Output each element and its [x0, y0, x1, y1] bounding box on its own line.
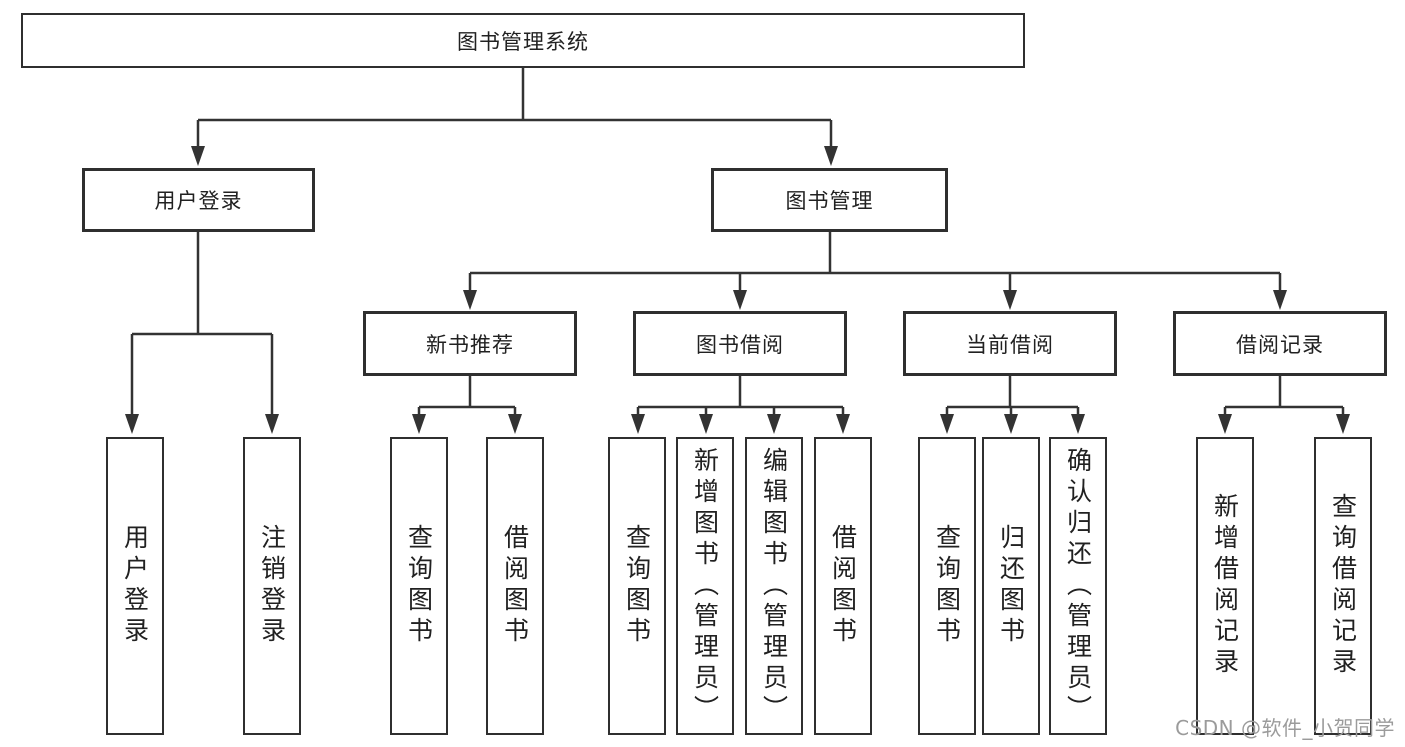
node-logout-label: 注销登录 — [257, 524, 287, 648]
node-borrow-record: 借阅记录 — [1173, 311, 1387, 376]
node-query-books-current: 查询图书 — [918, 437, 976, 735]
node-add-book-admin: 新增图书（管理员） — [676, 437, 734, 735]
arrowheads — [125, 146, 1350, 434]
node-user-login-label: 用户登录 — [154, 189, 243, 213]
node-add-book-admin-label: 新增图书（管理员） — [690, 446, 720, 726]
node-add-borrow-record-label: 新增借阅记录 — [1210, 493, 1240, 679]
csdn-watermark: CSDN @软件_小贺同学 — [1175, 716, 1395, 740]
node-user-login-leaf: 用户登录 — [106, 437, 164, 735]
node-query-books-current-label: 查询图书 — [932, 524, 962, 648]
node-user-login: 用户登录 — [82, 168, 315, 232]
node-query-borrow-record-label: 查询借阅记录 — [1328, 493, 1358, 679]
node-add-borrow-record: 新增借阅记录 — [1196, 437, 1254, 735]
node-library-system-label: 图书管理系统 — [457, 29, 589, 54]
node-return-book: 归还图书 — [982, 437, 1040, 735]
node-query-books-borrow: 查询图书 — [608, 437, 666, 735]
node-query-books-rec: 查询图书 — [390, 437, 448, 735]
node-query-books-borrow-label: 查询图书 — [622, 524, 652, 648]
node-borrow-books-borrow-label: 借阅图书 — [828, 524, 858, 648]
node-borrow-books-rec: 借阅图书 — [486, 437, 544, 735]
node-query-books-rec-label: 查询图书 — [404, 524, 434, 648]
node-borrow-record-label: 借阅记录 — [1236, 332, 1324, 357]
node-current-borrow-label: 当前借阅 — [966, 332, 1054, 357]
node-borrow-books-borrow: 借阅图书 — [814, 437, 872, 735]
node-user-login-leaf-label: 用户登录 — [120, 524, 150, 648]
node-borrow-books-rec-label: 借阅图书 — [500, 524, 530, 648]
node-edit-book-admin: 编辑图书（管理员） — [745, 437, 803, 735]
node-current-borrow: 当前借阅 — [903, 311, 1117, 376]
node-new-book-rec: 新书推荐 — [363, 311, 577, 376]
node-book-mgmt: 图书管理 — [711, 168, 948, 232]
node-new-book-rec-label: 新书推荐 — [426, 332, 514, 357]
node-library-system: 图书管理系统 — [21, 13, 1025, 68]
node-book-borrow-label: 图书借阅 — [696, 332, 784, 357]
node-query-borrow-record: 查询借阅记录 — [1314, 437, 1372, 735]
node-confirm-return-admin-label: 确认归还（管理员） — [1063, 446, 1093, 726]
node-logout: 注销登录 — [243, 437, 301, 735]
node-book-mgmt-label: 图书管理 — [785, 189, 874, 213]
node-book-borrow: 图书借阅 — [633, 311, 847, 376]
node-return-book-label: 归还图书 — [996, 524, 1026, 648]
node-confirm-return-admin: 确认归还（管理员） — [1049, 437, 1107, 735]
node-edit-book-admin-label: 编辑图书（管理员） — [759, 446, 789, 726]
